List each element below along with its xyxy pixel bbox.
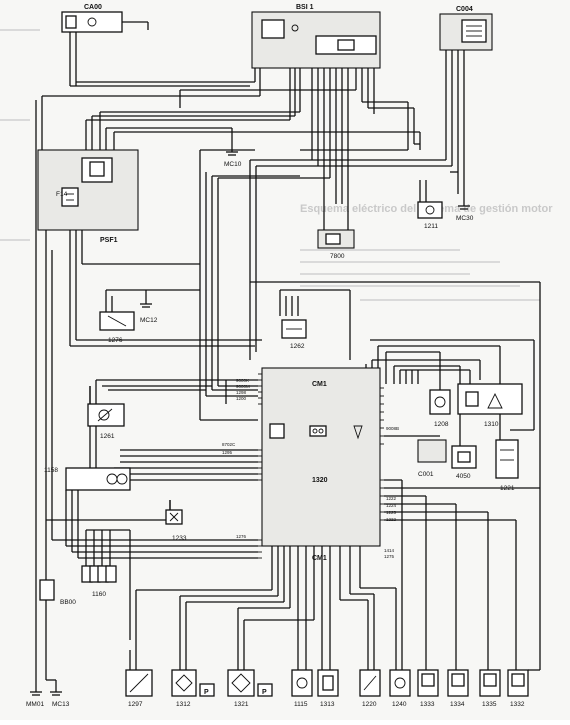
- c1335-component: [479, 650, 501, 697]
- mc10-label: MC10: [224, 161, 242, 168]
- c1321-component: [227, 650, 273, 697]
- c1115-component: [291, 650, 313, 697]
- c1208-label: 1208: [434, 421, 449, 428]
- wire-label-1298: 1298: [236, 390, 247, 395]
- bsi-wiring: [179, 68, 421, 360]
- wire-label-1414: 1414: [384, 548, 395, 553]
- bb00-battery: [35, 579, 55, 680]
- bsi1-box: [251, 11, 381, 69]
- f14-label: F14: [56, 191, 68, 198]
- wire-label-1295: 1295: [222, 450, 233, 455]
- ecu-right-output-wiring: [384, 479, 540, 650]
- c1240-label: 1240: [392, 701, 407, 708]
- c1332-component: [507, 650, 540, 697]
- c004-wiring: [312, 50, 465, 200]
- wire-label-1200: 1200: [236, 396, 247, 401]
- c1233-component: [165, 500, 183, 525]
- wire-label-1276: 1276: [236, 534, 247, 539]
- c1332-label: 1332: [510, 701, 525, 708]
- c7800-label: 7800: [330, 253, 345, 260]
- c1220-component: [359, 650, 381, 697]
- c1297-label: 1297: [128, 701, 143, 708]
- ecu-pin-ticks-left: [258, 373, 262, 559]
- c1276-label: 1276: [108, 337, 123, 344]
- c1160-label: 1160: [92, 591, 106, 598]
- ecu-pin-ticks-right: [380, 387, 384, 521]
- mc10-ground: [226, 146, 238, 156]
- ecu-1320-label: 1320: [312, 477, 328, 484]
- c1211-component: [417, 180, 443, 219]
- c1221-component: [495, 414, 534, 479]
- c1312-label: 1312: [176, 701, 191, 708]
- c1334-component: [447, 650, 469, 697]
- ca00-connector: [61, 11, 149, 33]
- wire-label-1224: 1224: [386, 503, 397, 508]
- c1310-component: [457, 383, 523, 415]
- ecu-bottom-wiring: [135, 546, 397, 650]
- c1160-component: [81, 529, 131, 640]
- c1208-component: [429, 389, 451, 415]
- left-wiring: [35, 32, 260, 650]
- mc13-ground: [46, 679, 62, 696]
- faint-background-lines: [0, 29, 540, 301]
- p-symbol-2: P: [262, 689, 267, 696]
- mm01-ground: [30, 680, 42, 696]
- mc30-ground: [458, 200, 470, 210]
- wire-label-9000k: 9000K: [236, 378, 249, 383]
- c1262-component: [279, 289, 351, 360]
- psf1-label: PSF1: [100, 237, 118, 244]
- ca00-label: CA00: [84, 4, 102, 11]
- c1211-label: 1211: [424, 223, 438, 230]
- mc30-label: MC30: [456, 215, 474, 222]
- c1333-label: 1333: [420, 701, 435, 708]
- p-symbol-1: P: [204, 689, 209, 696]
- c001-component: [384, 435, 447, 463]
- c1261-label: 1261: [100, 433, 115, 440]
- c1276-component: [99, 289, 200, 331]
- wire-label-9000m: 9000M: [236, 384, 250, 389]
- wire-label-1275: 1275: [384, 554, 395, 559]
- c4050-label: 4050: [456, 473, 471, 480]
- c1220-label: 1220: [362, 701, 377, 708]
- c7800-component: [317, 204, 355, 249]
- c1158-component: [65, 467, 131, 558]
- c1233-label: 1233: [172, 535, 187, 542]
- c1312-component: [171, 650, 215, 697]
- c1334-label: 1334: [450, 701, 465, 708]
- cm1-bottom-label: CM1: [312, 555, 327, 562]
- c004-box: [439, 13, 493, 51]
- wire-label-9008b: 9008B: [386, 426, 399, 431]
- bb00-label: BB00: [60, 599, 76, 606]
- c1115-label: 1115: [294, 701, 308, 708]
- c1261-component: [87, 386, 125, 427]
- cm1-top-label: CM1: [312, 381, 327, 388]
- c1335-label: 1335: [482, 701, 497, 708]
- c4050-component: [451, 414, 477, 469]
- mc12-ground: [140, 290, 152, 308]
- c1313-component: [317, 650, 339, 697]
- c1297-component: [125, 650, 153, 697]
- c1240-component: [389, 650, 411, 697]
- c1313-label: 1313: [320, 701, 335, 708]
- wire-label-1222: 1222: [386, 496, 397, 501]
- wire-label-8702c: 8702C: [222, 442, 236, 447]
- mc13-label: MC13: [52, 701, 70, 708]
- c1310-label: 1310: [484, 421, 499, 428]
- c1333-component: [417, 650, 439, 697]
- right-wiring: [250, 281, 541, 670]
- c1262-label: 1262: [290, 343, 305, 350]
- c1321-label: 1321: [234, 701, 249, 708]
- mc12-label: MC12: [140, 317, 158, 324]
- c1158-label: 1158: [44, 467, 58, 474]
- c001-label: C001: [418, 471, 434, 478]
- bsi1-label: BSI 1: [296, 4, 314, 11]
- ecu-1320: [258, 367, 384, 559]
- psf1-box: [37, 149, 139, 231]
- mm01-label: MM01: [26, 701, 44, 708]
- c004-label: C004: [456, 6, 473, 13]
- upper-wiring: [69, 111, 420, 420]
